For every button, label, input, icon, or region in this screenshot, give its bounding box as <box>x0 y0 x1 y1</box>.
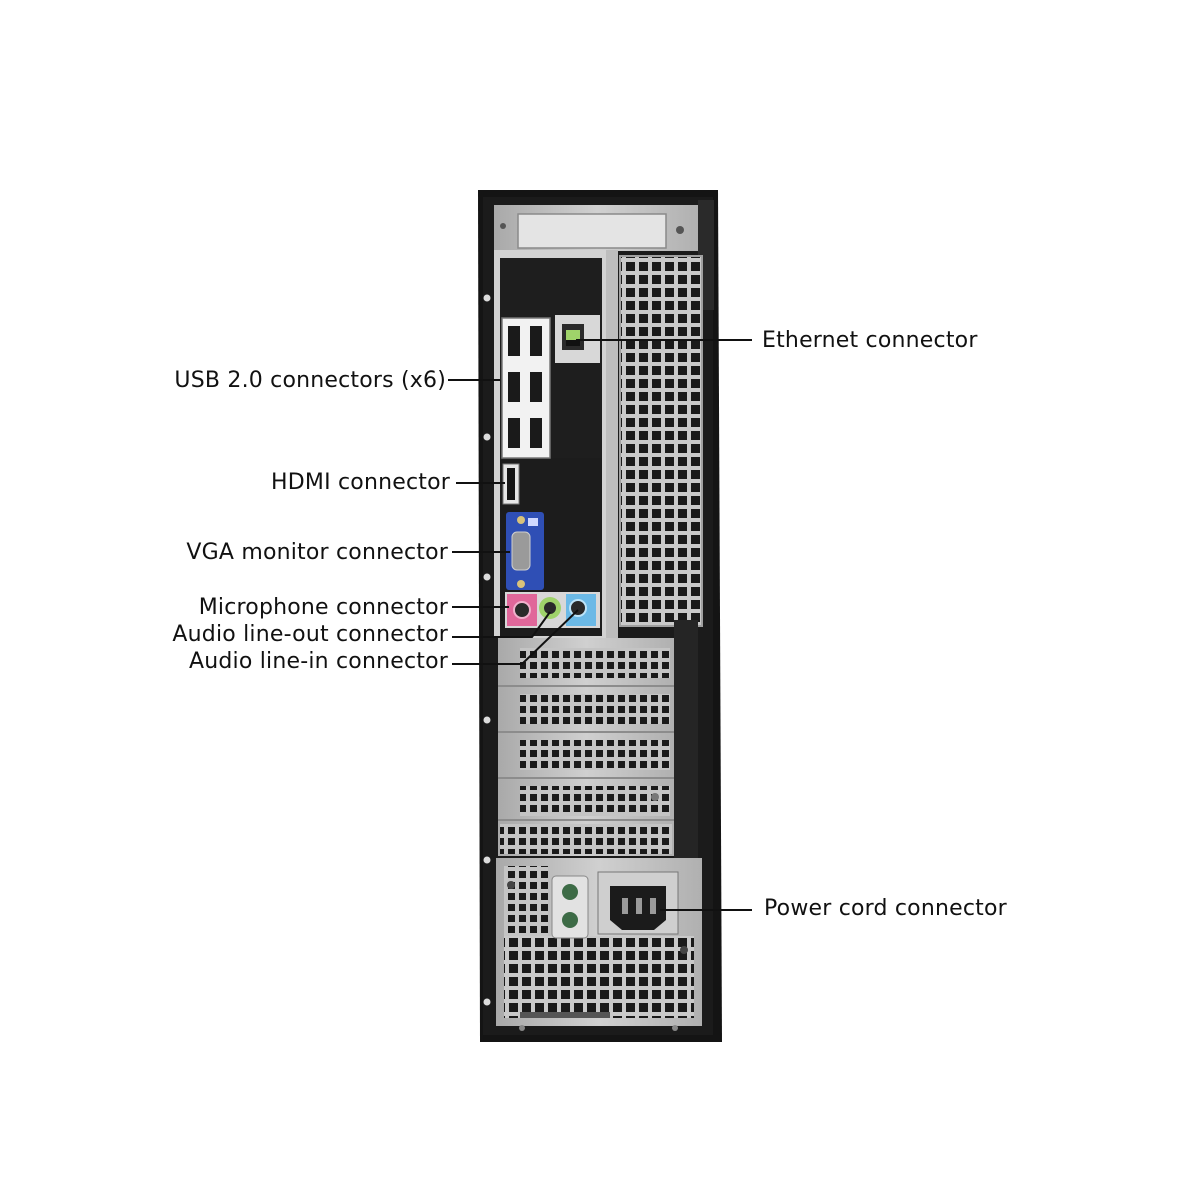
vga-label: VGA monitor connector <box>186 540 448 565</box>
hdmi-port <box>502 463 520 505</box>
expansion-slots <box>498 620 698 860</box>
audio-jacks <box>505 592 600 628</box>
line-out-label: Audio line-out connector <box>172 622 448 647</box>
power-supply <box>496 858 702 1031</box>
upper-vent-grille <box>619 255 703 627</box>
leader-lines <box>448 339 752 911</box>
power-label: Power cord connector <box>764 896 1007 921</box>
microphone-label: Microphone connector <box>198 595 448 620</box>
vga-port <box>506 512 544 590</box>
ethernet-label: Ethernet connector <box>762 328 978 353</box>
top-panel <box>494 200 714 310</box>
line-in-label: Audio line-in connector <box>188 649 448 674</box>
line-out-leader-line <box>452 611 551 638</box>
usb-ports <box>501 317 551 459</box>
line-in-leader-line <box>452 609 579 665</box>
usb-label: USB 2.0 connectors (x6) <box>174 368 446 393</box>
hdmi-label: HDMI connector <box>271 470 450 495</box>
